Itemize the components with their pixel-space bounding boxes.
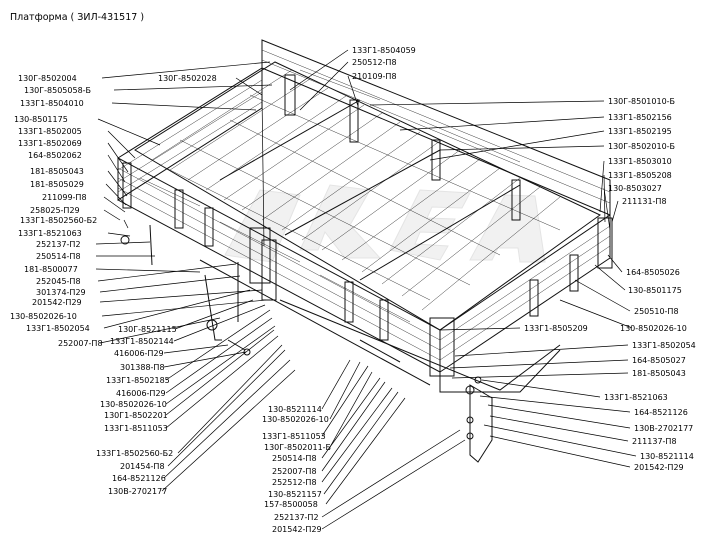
watermark — [224, 184, 546, 263]
label-52: 201454-П8 — [120, 462, 165, 471]
label-4: 133Г1-8502005 — [18, 127, 82, 136]
label-29: 130Г-8502010-Б — [608, 142, 675, 151]
label-62: 130-8521157 — [268, 490, 322, 499]
part-labels: 130Г-8502004 130Г-8505058-Б 133Г1-850401… — [10, 46, 696, 534]
label-17: 301374-П29 — [36, 288, 86, 297]
label-25: 210109-П8 — [352, 72, 397, 81]
rear-board-grain — [439, 225, 611, 361]
label-37: 130-8502026-10 — [620, 324, 687, 333]
label-68: 130В-2702177 — [634, 424, 693, 433]
label-63: 157-8500058 — [264, 500, 318, 509]
label-56: 130-8502026-10 — [262, 415, 329, 424]
label-8: 181-8505029 — [30, 180, 84, 189]
label-15: 181-8500077 — [24, 265, 78, 274]
label-64: 252137-П2 — [274, 513, 319, 522]
label-50: 133Г1-8511053 — [104, 424, 168, 433]
label-0: 130Г-8502004 — [18, 74, 77, 83]
label-69: 211137-П8 — [632, 437, 677, 446]
stakes — [122, 74, 613, 377]
label-22: 130Г-8502028 — [158, 74, 217, 83]
label-47: 416006-П29 — [116, 389, 166, 398]
label-53: 164-8521126 — [112, 474, 166, 483]
label-61: 252512-П8 — [272, 478, 317, 487]
label-39: 133Г1-8502054 — [632, 341, 696, 350]
diagram-title: Платформа ( ЗИЛ-431517 ) — [10, 12, 144, 23]
label-3: 130-8501175 — [14, 115, 68, 124]
label-35: 130-8501175 — [628, 286, 682, 295]
label-24: 250512-П8 — [352, 58, 397, 67]
label-57: 133Г1-8511053 — [262, 432, 326, 441]
label-49: 130Г1-8502201 — [104, 411, 168, 420]
label-19: 130-8502026-10 — [10, 312, 77, 321]
label-66: 133Г1-8521063 — [604, 393, 668, 402]
label-44: 416006-П29 — [114, 349, 164, 358]
label-45: 301388-П8 — [120, 363, 165, 372]
label-33: 211131-П8 — [622, 197, 667, 206]
label-42: 130Г-8521115 — [118, 325, 177, 334]
label-70: 130-8521114 — [640, 452, 694, 461]
label-13: 252137-П2 — [36, 240, 81, 249]
label-38: 133Г1-8505209 — [524, 324, 588, 333]
label-51: 133Г1-8502560-Б2 — [96, 449, 173, 458]
label-31: 133Г1-8505208 — [608, 171, 672, 180]
label-18: 201542-П29 — [32, 298, 82, 307]
label-6: 164-8502062 — [28, 151, 82, 160]
label-5: 133Г1-8502069 — [18, 139, 82, 148]
label-21: 252007-П8 — [58, 339, 103, 348]
label-40: 164-8505027 — [632, 356, 686, 365]
back-side-grain — [261, 49, 611, 204]
label-48: 130-8502026-10 — [100, 400, 167, 409]
label-67: 164-8521126 — [634, 408, 688, 417]
label-7: 181-8505043 — [30, 167, 84, 176]
label-34: 164-8505026 — [626, 268, 680, 277]
label-46: 133Г1-8502185 — [106, 376, 170, 385]
label-36: 250510-П8 — [634, 307, 679, 316]
label-30: 133Г1-8503010 — [608, 157, 672, 166]
label-23: 133Г1-8504059 — [352, 46, 416, 55]
label-60: 252007-П8 — [272, 467, 317, 476]
label-28: 133Г1-8502195 — [608, 127, 672, 136]
label-32: 130-8503027 — [608, 184, 662, 193]
label-16: 252045-П8 — [36, 277, 81, 286]
label-9: 211099-П8 — [42, 193, 87, 202]
label-10: 258025-П29 — [30, 206, 80, 215]
label-54: 130В-2702177 — [108, 487, 167, 496]
label-20: 133Г1-8502054 — [26, 324, 90, 333]
left-side-grain — [117, 167, 441, 361]
label-14: 250514-П8 — [36, 252, 81, 261]
label-65: 201542-П29 — [272, 525, 322, 534]
label-27: 133Г1-8502156 — [608, 113, 672, 122]
hardware-right — [465, 376, 493, 463]
label-55: 130-8521114 — [268, 405, 322, 414]
label-11: 133Г1-8502560-Б2 — [20, 216, 97, 225]
label-12: 133Г1-8521063 — [18, 229, 82, 238]
label-2: 133Г1-8504010 — [20, 99, 84, 108]
label-71: 201542-П29 — [634, 463, 684, 472]
floor-planks — [151, 69, 561, 311]
leader-lines — [95, 49, 637, 530]
label-59: 250514-П8 — [272, 454, 317, 463]
label-41: 181-8505043 — [632, 369, 686, 378]
label-1: 130Г-8505058-Б — [24, 86, 91, 95]
label-26: 130Г-8501010-Б — [608, 97, 675, 106]
label-43: 133Г1-8502144 — [110, 337, 174, 346]
label-58: 130Г-8502011-Б — [264, 443, 331, 452]
front-board-grain — [117, 79, 263, 193]
